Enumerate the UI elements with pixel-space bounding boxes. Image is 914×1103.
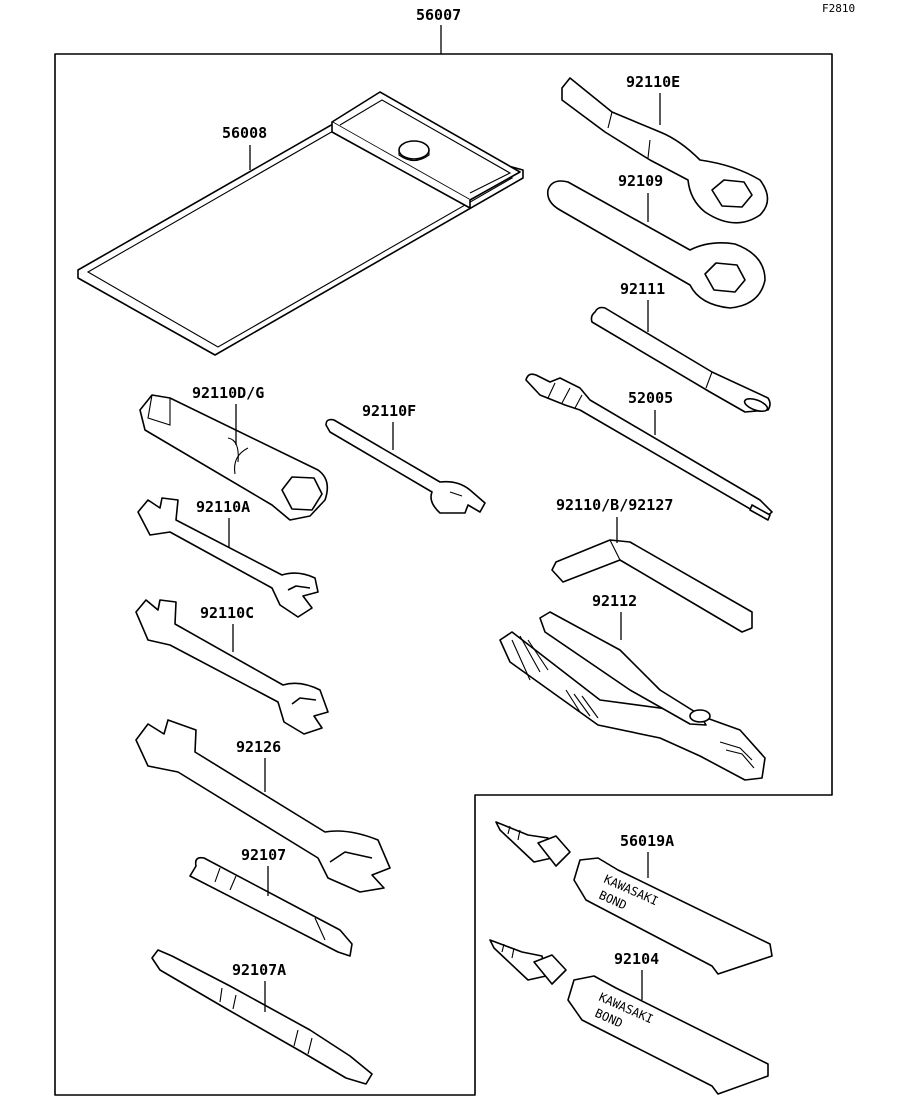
part-label-92107: 92107 <box>241 846 286 864</box>
tool-pouch <box>77 91 524 356</box>
ring-wrench <box>546 180 766 309</box>
part-label-92109: 92109 <box>618 172 663 190</box>
open-end-wrench-c <box>135 599 329 735</box>
tommy-bar <box>590 306 771 413</box>
small-open-wrench <box>325 418 486 514</box>
assembly-part-number: 56007 <box>416 6 461 24</box>
part-label-92126: 92126 <box>236 738 281 756</box>
part-label-92110E: 92110E <box>626 73 680 91</box>
part-label-92112: 92112 <box>592 592 637 610</box>
part-label-92110DG: 92110D/G <box>192 384 264 402</box>
part-label-92110B92127: 92110/B/92127 <box>556 496 673 514</box>
part-label-92110A: 92110A <box>196 498 250 516</box>
spanner-bar-tool <box>525 373 773 521</box>
part-label-92107A: 92107A <box>232 961 286 979</box>
part-label-92111: 92111 <box>620 280 665 298</box>
part-label-92110F: 92110F <box>362 402 416 420</box>
part-label-52005: 52005 <box>628 389 673 407</box>
bond-tube-lower: KAWASAKI BOND <box>489 939 769 1095</box>
screwdriver-bit <box>189 856 353 957</box>
open-end-wrench-large <box>135 719 391 893</box>
box-socket-wrench <box>139 394 329 521</box>
part-label-92104: 92104 <box>614 950 659 968</box>
offset-ring-wrench <box>561 77 769 224</box>
bond-tube-upper: KAWASAKI BOND <box>495 821 773 975</box>
part-label-92110C: 92110C <box>200 604 254 622</box>
figure-code: F2810 <box>822 2 855 15</box>
open-end-wrench-a <box>137 497 319 618</box>
hex-key <box>551 539 753 633</box>
screwdriver <box>151 949 373 1085</box>
part-label-56008: 56008 <box>222 124 267 142</box>
pliers <box>499 611 766 781</box>
part-label-56019A: 56019A <box>620 832 674 850</box>
